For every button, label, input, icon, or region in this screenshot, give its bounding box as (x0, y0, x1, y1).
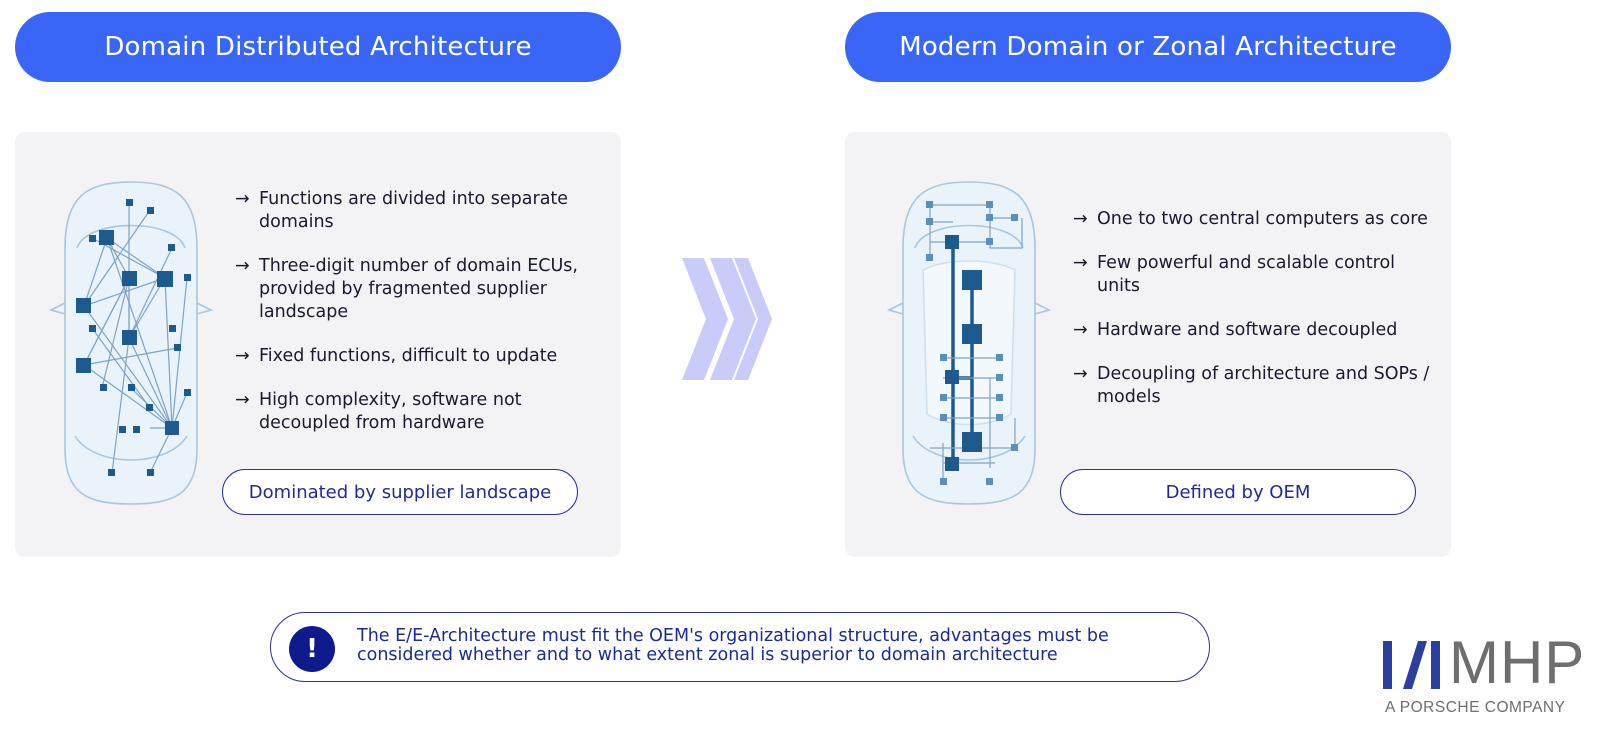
zonal-architecture-bullet-list: → One to two central computers as core → F… (1073, 208, 1433, 430)
arrow-right-icon: → (235, 390, 250, 410)
supplier-landscape-tag: Dominated by supplier landscape (222, 469, 578, 515)
arrow-right-icon: → (235, 346, 250, 366)
list-item: → Hardware and software decoupled (1073, 319, 1433, 342)
chevron-right-icon (682, 258, 772, 380)
arrow-right-icon: → (1073, 253, 1088, 273)
mhp-slash-mark-icon (1383, 641, 1440, 689)
supplier-landscape-tag-text: Dominated by supplier landscape (248, 481, 552, 503)
mhp-logo: MHP A PORSCHE COMPANY (1383, 631, 1584, 727)
list-item: → Three-digit number of domain ECUs, prov… (235, 255, 595, 324)
domain-distributed-title: Domain Distributed Architecture (15, 12, 621, 82)
list-item: → Decoupling of architecture and SOPs / m… (1073, 363, 1433, 409)
bullet-text: Fixed functions, difficult to update (259, 346, 558, 366)
exclamation-icon: ! (289, 626, 335, 672)
arrow-right-icon: → (235, 189, 250, 209)
zonal-architecture-title-text: Modern Domain or Zonal Architecture (899, 32, 1397, 62)
bullet-text: Hardware and software decoupled (1097, 320, 1398, 340)
note-text: The E/E-Architecture must fit the OEM's … (357, 626, 1109, 665)
zonal-architecture-panel: → One to two central computers as core → F… (845, 132, 1451, 557)
domain-distributed-bullet-list: → Functions are divided into separate dom… (235, 188, 595, 456)
bullet-text: Few powerful and scalable control units (1097, 253, 1396, 296)
arrow-right-icon: → (235, 256, 250, 276)
list-item: → Few powerful and scalable control units (1073, 252, 1433, 298)
bullet-text: Decoupling of architecture and SOPs / mo… (1097, 364, 1430, 407)
car-zonal-network-icon (886, 181, 1052, 505)
note-callout: ! The E/E-Architecture must fit the OEM'… (270, 612, 1210, 682)
oem-defined-tag-text: Defined by OEM (1165, 481, 1311, 503)
list-item: → Fixed functions, difficult to update (235, 345, 595, 368)
arrow-right-icon: → (1073, 320, 1088, 340)
bullet-text: One to two central computers as core (1097, 209, 1428, 229)
bullet-text: High complexity, software not decoupled … (259, 390, 522, 433)
oem-defined-tag: Defined by OEM (1060, 469, 1416, 515)
domain-distributed-panel: → Functions are divided into separate dom… (15, 132, 621, 557)
car-distributed-network-icon (48, 181, 214, 505)
logo-wordmark: MHP (1449, 629, 1586, 696)
zonal-architecture-title: Modern Domain or Zonal Architecture (845, 12, 1451, 82)
arrow-right-icon: → (1073, 364, 1088, 384)
bullet-text: Functions are divided into separate doma… (259, 189, 569, 232)
logo-tagline: A PORSCHE COMPANY (1385, 699, 1566, 716)
list-item: → One to two central computers as core (1073, 208, 1433, 231)
list-item: → High complexity, software not decoupled… (235, 389, 595, 435)
arrow-right-icon: → (1073, 209, 1088, 229)
bullet-text: Three-digit number of domain ECUs, provi… (259, 256, 578, 322)
exclamation-glyph: ! (306, 634, 318, 664)
list-item: → Functions are divided into separate dom… (235, 188, 595, 234)
domain-distributed-title-text: Domain Distributed Architecture (104, 32, 532, 62)
